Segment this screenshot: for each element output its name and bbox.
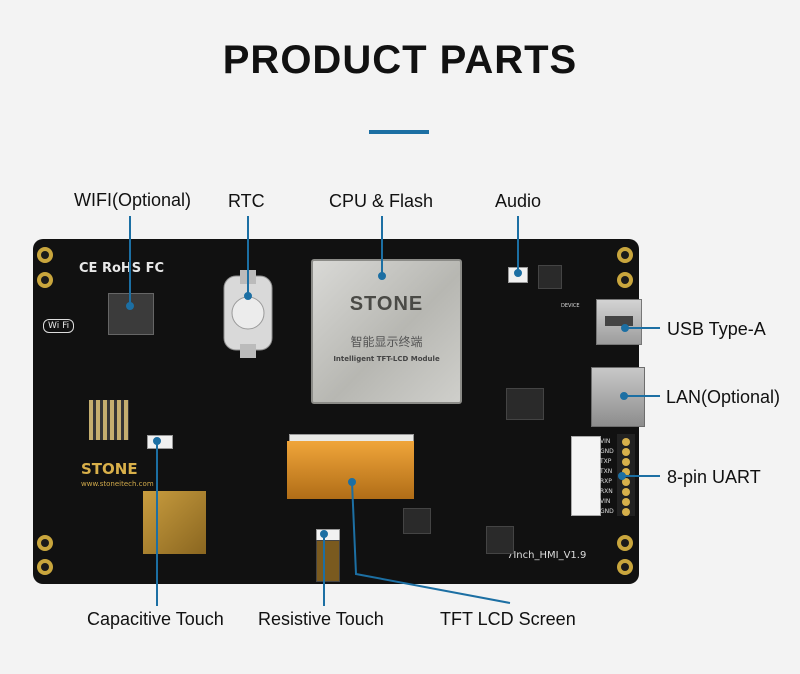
cpu-brand: STONE [349, 293, 424, 315]
mount-hole [617, 535, 633, 551]
qr-code [89, 400, 129, 440]
wifi-mark: Wi Fi [43, 319, 75, 333]
label-lan: LAN(Optional) [666, 387, 781, 407]
mount-hole [617, 247, 633, 263]
label-capacitive-touch: Capacitive Touch [87, 609, 224, 629]
label-usb: USB Type-A [667, 319, 766, 339]
board-website: www.stoneitech.com [81, 480, 154, 488]
mount-hole [617, 559, 633, 575]
mount-hole [37, 247, 53, 263]
mount-hole [617, 272, 633, 288]
label-rtc: RTC [228, 191, 265, 211]
cpu-subtitle: Intelligent TFT-LCD Module [333, 355, 440, 363]
ic-chip [403, 508, 431, 534]
label-resistive-touch: Resistive Touch [258, 609, 384, 629]
mount-hole [37, 559, 53, 575]
uart-connector [571, 436, 601, 516]
device-label: DEVICE [561, 303, 580, 309]
ic-chip [486, 526, 514, 554]
label-uart: 8-pin UART [667, 467, 761, 487]
label-audio: Audio [495, 191, 542, 211]
resistive-ffc-cable [316, 540, 340, 582]
cpu-chinese-text: 智能显示终端 [350, 335, 423, 349]
inductor [538, 265, 562, 289]
cert-marks: CE RoHS FC [79, 261, 165, 276]
capacitive-touch-pad [143, 491, 206, 554]
mount-hole [37, 272, 53, 288]
label-tft-screen: TFT LCD Screen [440, 609, 576, 629]
mount-hole [37, 535, 53, 551]
rtc-battery-holder [223, 270, 273, 358]
board-brand: STONE [81, 460, 138, 478]
label-wifi: WIFI(Optional) [74, 190, 192, 210]
page-title: PRODUCT PARTS [222, 38, 578, 82]
cpu-flash-chip: STONE 智能显示终端 Intelligent TFT-LCD Module [311, 259, 462, 404]
title-accent-bar [369, 130, 429, 134]
label-cpu-flash: CPU & Flash [329, 191, 434, 211]
ic-chip [506, 388, 544, 420]
usb-type-a-port [596, 299, 642, 345]
board-version: 7Inch_HMI_V1.9 [507, 550, 587, 561]
tft-ffc-cable [287, 441, 414, 499]
